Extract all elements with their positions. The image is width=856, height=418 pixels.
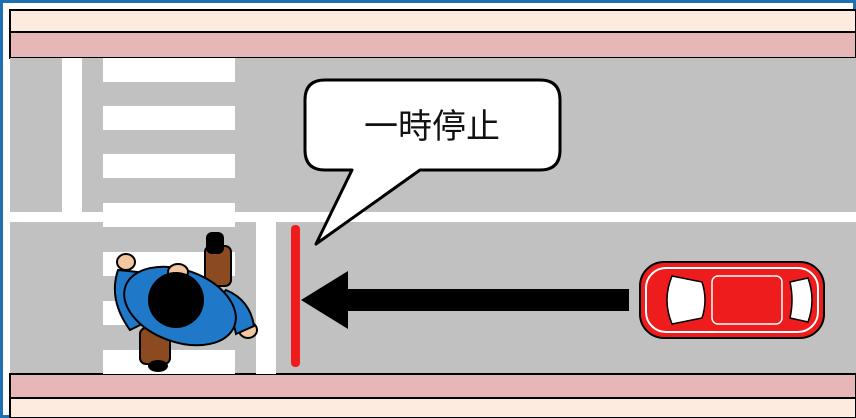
pedestrian-topdown-icon [113, 232, 258, 372]
crosswalk-stripe [103, 203, 235, 227]
arrow-head [301, 271, 348, 329]
lane-divider [10, 212, 856, 222]
callout-text: 一時停止 [364, 107, 500, 147]
stop-line [291, 225, 300, 367]
arrow-shaft [335, 289, 629, 311]
intersection-edge-line [256, 222, 276, 374]
left-arrow-icon [301, 271, 629, 329]
sidewalk-top-outer [9, 9, 856, 33]
crosswalk-edge-line [62, 58, 82, 212]
sidewalk-bottom-inner [9, 373, 856, 399]
pedestrian-hand-left [116, 253, 136, 271]
crosswalk-stripe [103, 106, 235, 130]
callout-bubble [303, 78, 562, 246]
car-rear-window [789, 277, 813, 323]
sidewalk-top-inner [9, 31, 856, 59]
car-windshield [666, 275, 706, 325]
pedestrian-shoe-front [206, 232, 224, 254]
crosswalk-stripe [103, 58, 235, 82]
sidewalk-bottom-outer [9, 397, 856, 418]
crosswalk-stripe [103, 154, 235, 178]
car-roof [711, 275, 783, 325]
car-body-highlight [645, 267, 819, 333]
pedestrian-head [148, 272, 204, 328]
car-topdown-icon [639, 261, 825, 339]
stop-callout: 一時停止 [303, 78, 562, 246]
pedestrian-shoe-back [148, 360, 168, 372]
